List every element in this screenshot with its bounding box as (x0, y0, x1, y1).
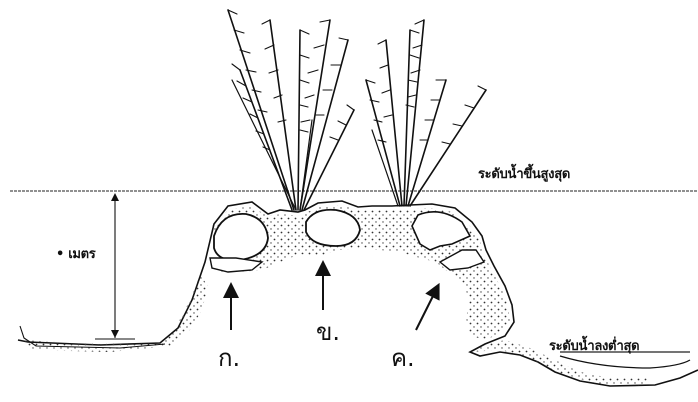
low-water-basin (560, 356, 690, 368)
label-a: ก. (218, 338, 240, 377)
arrow-c (416, 290, 436, 330)
reef-left-flank-texture (20, 275, 208, 352)
label-b: ข. (316, 312, 340, 351)
depth-bottom-arrow (111, 330, 119, 338)
label-c: ค. (391, 338, 415, 377)
plant-left-cluster (228, 10, 354, 210)
plant-right-cluster (366, 20, 486, 206)
pool-a (214, 214, 268, 260)
low-water-label: ระดับน้ำลงต่ำสุด (549, 335, 639, 356)
depth-top-arrow (111, 193, 119, 201)
depth-label: • เมตร (56, 243, 95, 264)
high-water-label: ระดับน้ำขึ้นสูงสุด (478, 163, 570, 184)
pool-b (306, 210, 360, 246)
